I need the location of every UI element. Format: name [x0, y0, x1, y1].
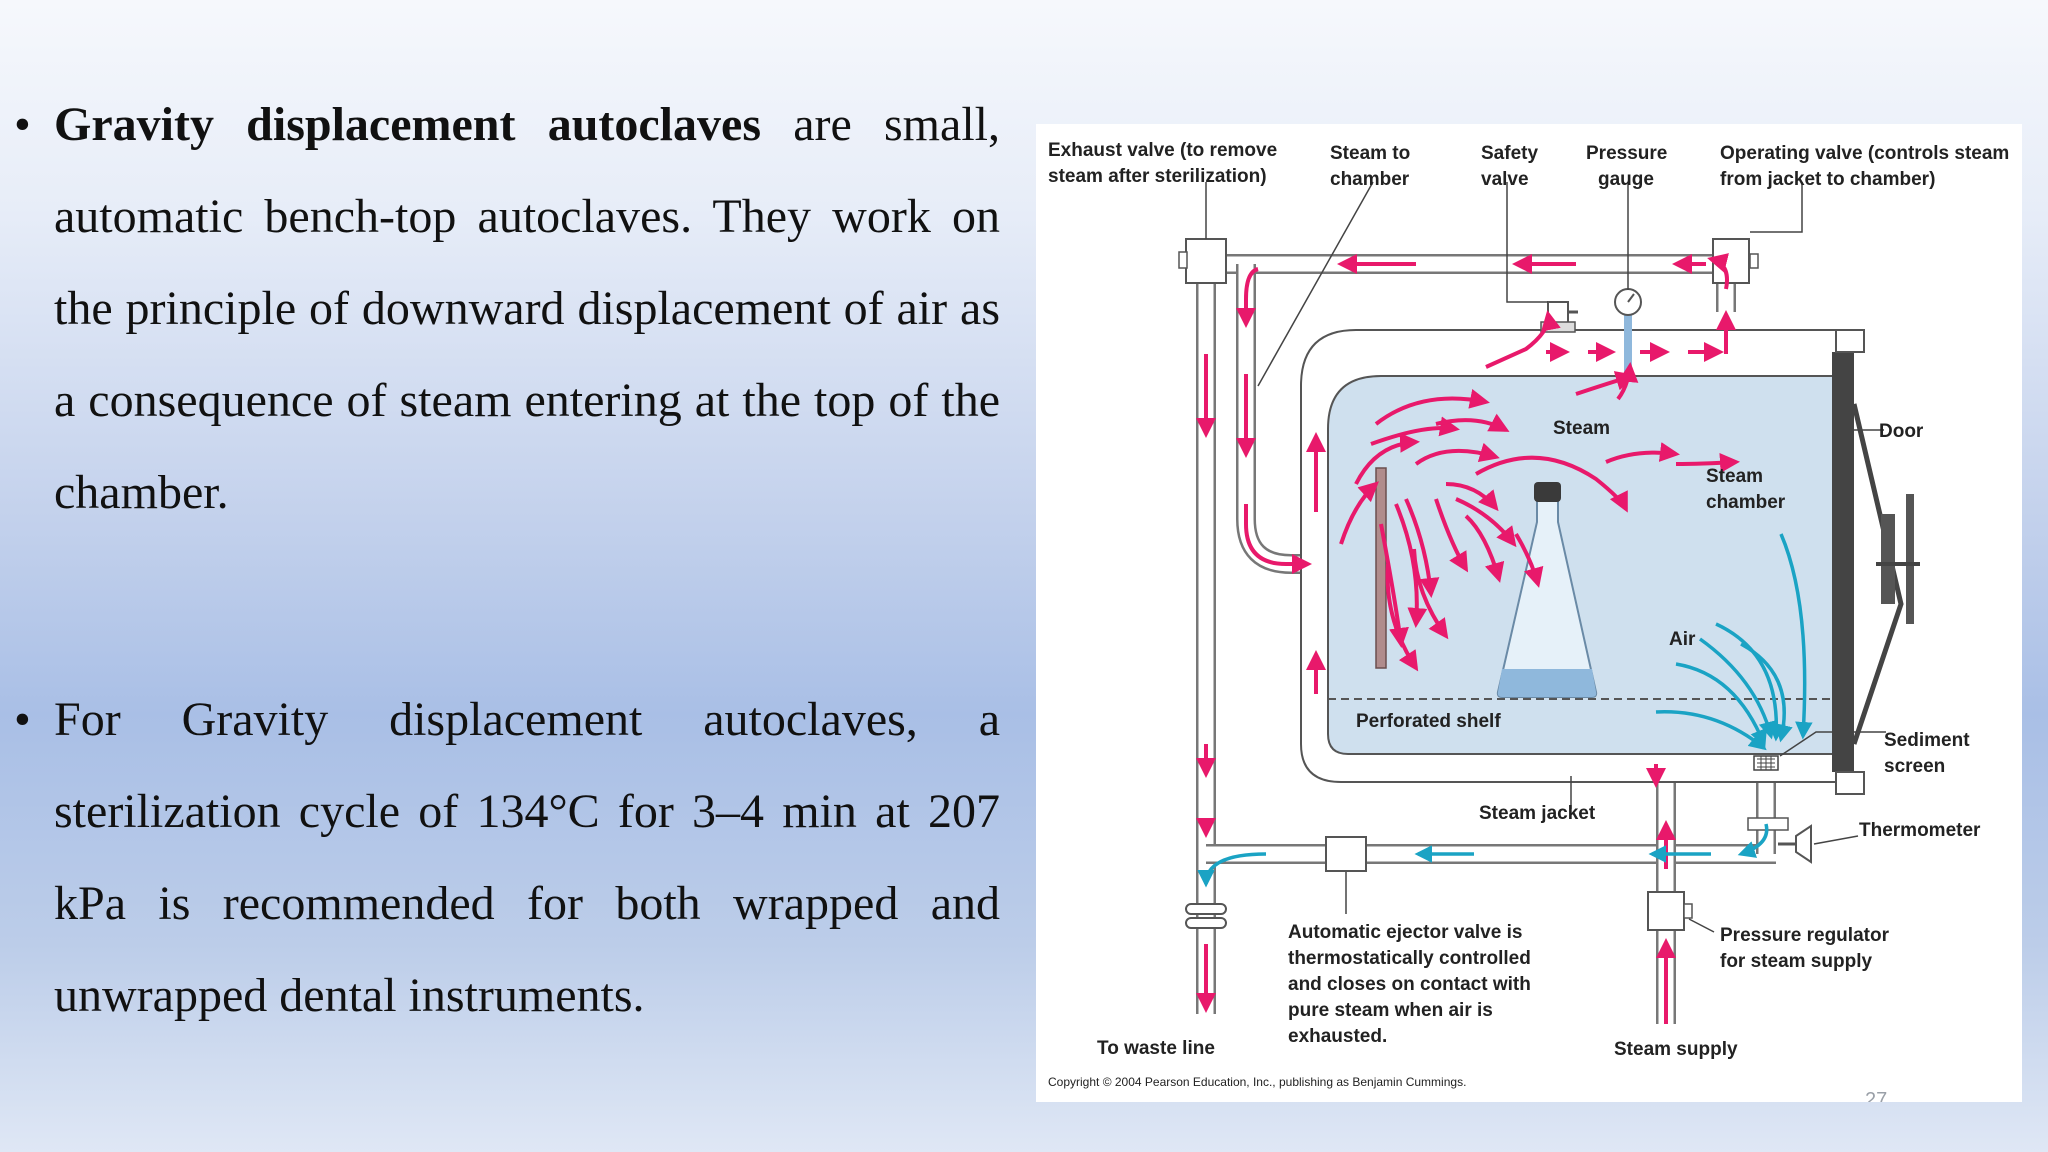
- bullet-2: • For Gravity displacement autoclaves, a…: [0, 674, 1000, 1042]
- label-pressure-gauge: Pressure: [1586, 143, 1667, 164]
- label-waste-line: To waste line: [1097, 1038, 1215, 1059]
- exhaust-valve-knob: [1178, 251, 1188, 269]
- label-operating-valve-2: from jacket to chamber): [1720, 169, 1935, 190]
- label-safety-valve: Safety: [1481, 143, 1538, 164]
- label-pressure-regulator-2: for steam supply: [1720, 951, 1872, 972]
- regulator-knob: [1683, 903, 1693, 919]
- label-pressure-regulator: Pressure regulator: [1720, 925, 1890, 946]
- bullet-2-rest: For Gravity displacement autoclaves, a s…: [54, 693, 1000, 1022]
- label-steam-chamber: Steam: [1706, 466, 1763, 487]
- jacket-top-flange: [1835, 329, 1865, 353]
- label-air: Air: [1669, 629, 1696, 650]
- door: [1832, 352, 1920, 772]
- steam-flow-arrows: [1196, 253, 1740, 1024]
- label-safety-valve-2: valve: [1481, 169, 1529, 190]
- label-thermometer: Thermometer: [1859, 820, 1981, 841]
- ejector-valve: [1325, 836, 1367, 872]
- pressure-regulator: [1647, 891, 1685, 931]
- exhaust-valve: [1185, 238, 1227, 284]
- sediment-screen: [1753, 755, 1779, 771]
- copyright-notice: Copyright © 2004 Pearson Education, Inc.…: [1048, 1075, 1466, 1089]
- label-steam-to-chamber: Steam to: [1330, 143, 1410, 164]
- label-ejector-valve-2: thermostatically controlled: [1288, 948, 1531, 969]
- label-steam-to-chamber-2: chamber: [1330, 169, 1410, 190]
- label-steam-supply: Steam supply: [1614, 1039, 1738, 1060]
- label-operating-valve: Operating valve (controls steam: [1720, 143, 2009, 164]
- bullet-1-bold: Gravity displacement autoclaves: [54, 98, 761, 151]
- baffle-plate: [1375, 467, 1387, 669]
- bullet-1: • Gravity displacement autoclaves are sm…: [0, 79, 1000, 539]
- bullet-marker: •: [14, 98, 31, 151]
- label-steam-chamber-2: chamber: [1706, 492, 1786, 513]
- operating-valve-knob: [1749, 253, 1759, 269]
- air-flow-arrows: [1197, 533, 1813, 888]
- label-exhaust-valve-2: steam after sterilization): [1048, 166, 1267, 187]
- page-number: 27: [1865, 1089, 1887, 1102]
- label-ejector-valve-4: pure steam when air is: [1288, 1000, 1493, 1021]
- label-exhaust-valve: Exhaust valve (to remove: [1048, 140, 1277, 161]
- bullet-1-rest: are small, automatic bench-top autoclave…: [54, 98, 1000, 519]
- label-ejector-valve-5: exhausted.: [1288, 1026, 1387, 1047]
- flask: [1496, 482, 1598, 698]
- bullet-marker: •: [14, 693, 31, 746]
- label-steam: Steam: [1553, 418, 1610, 439]
- leader-lines: [1205, 181, 1886, 933]
- jacket-bottom-flange: [1835, 771, 1865, 795]
- label-steam-jacket: Steam jacket: [1479, 803, 1596, 824]
- label-pressure-gauge-2: gauge: [1598, 169, 1654, 190]
- label-door: Door: [1879, 421, 1924, 442]
- label-perforated-shelf: Perforated shelf: [1356, 711, 1501, 732]
- waste-trap: [1185, 903, 1227, 929]
- autoclave-diagram: Exhaust valve (to remove steam after ste…: [1036, 124, 2022, 1102]
- bullet-2-text: For Gravity displacement autoclaves, a s…: [54, 674, 1000, 1042]
- bullet-1-text: Gravity displacement autoclaves are smal…: [54, 79, 1000, 539]
- label-sediment-screen-2: screen: [1884, 756, 1945, 777]
- label-ejector-valve-3: and closes on contact with: [1288, 974, 1531, 995]
- steam-chamber: [1327, 375, 1837, 755]
- thermometer: [1747, 817, 1812, 864]
- label-ejector-valve-1: Automatic ejector valve is: [1288, 922, 1522, 943]
- label-sediment-screen: Sediment: [1884, 730, 1970, 751]
